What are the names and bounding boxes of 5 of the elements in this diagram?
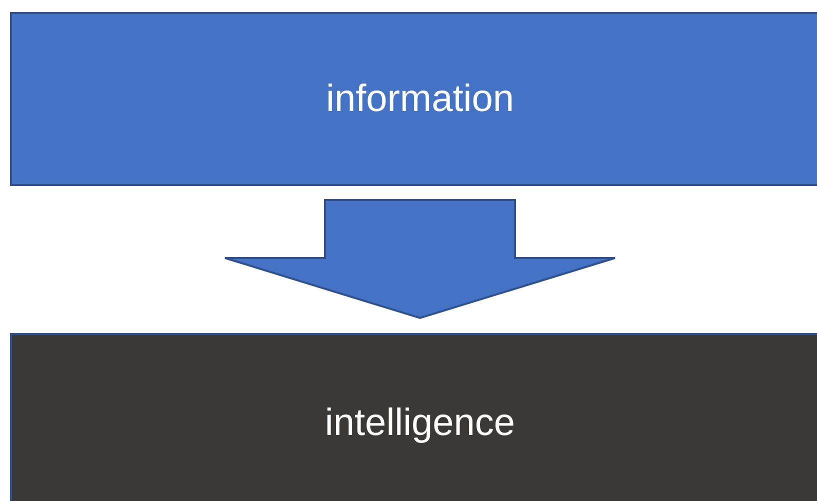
box-label: intelligence — [324, 402, 516, 444]
process-box — [10, 333, 817, 501]
block-arrow — [224, 199, 616, 320]
process-box — [10, 12, 817, 186]
box-label: information — [326, 78, 514, 120]
